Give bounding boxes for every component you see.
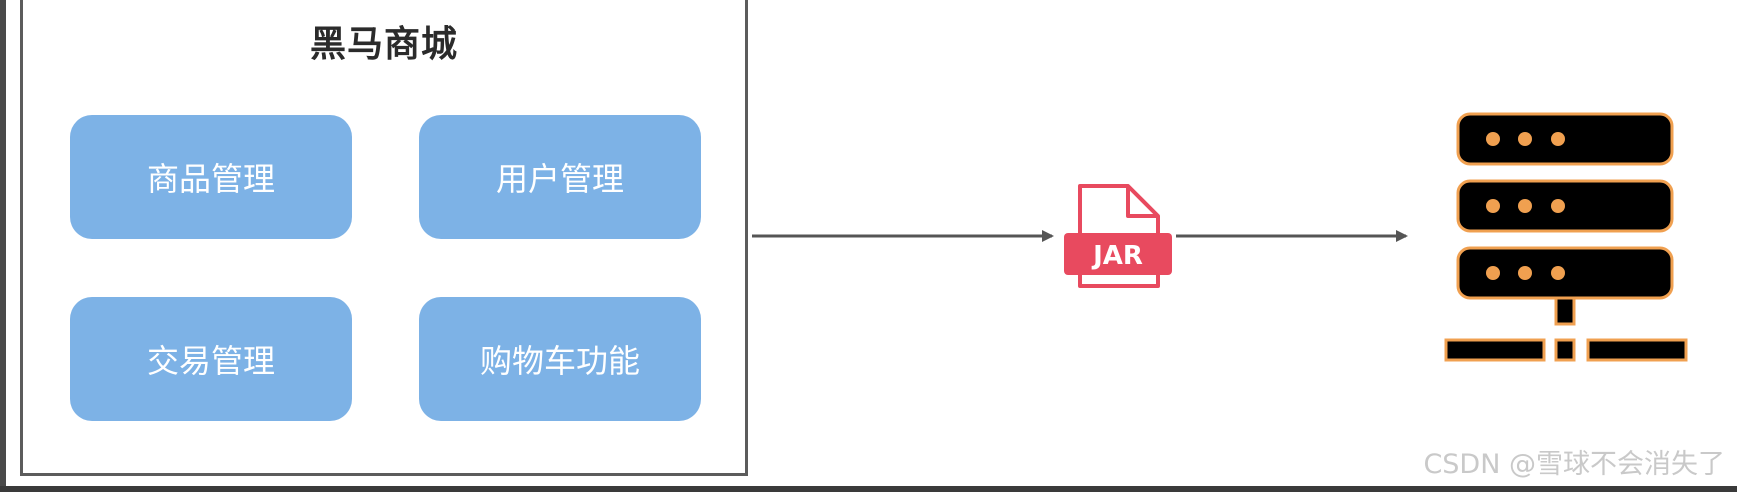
module-user-management: 用户管理 [419,115,701,239]
monolith-container: 黑马商城 商品管理 用户管理 交易管理 购物车功能 [20,0,748,476]
monolith-title: 黑马商城 [309,24,458,65]
left-edge-border [0,0,6,492]
jar-label: JAR [1091,241,1143,271]
jar-file-icon: JAR [1064,184,1172,288]
watermark: CSDN @雪球不会消失了 [1423,449,1725,480]
module-cart-function: 购物车功能 [419,297,701,421]
server-icon [1444,112,1688,362]
bottom-edge-border [0,486,1737,492]
module-product-management: 商品管理 [70,115,352,239]
module-trade-management: 交易管理 [70,297,352,421]
